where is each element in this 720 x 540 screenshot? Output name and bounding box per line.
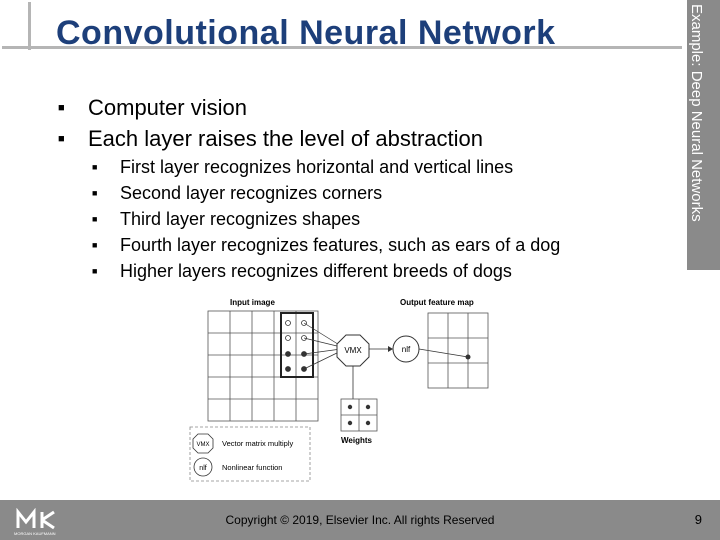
sub-bullet-item: Higher layers recognizes different breed… [92, 258, 678, 284]
bullet-marker-icon [58, 133, 88, 145]
bullet-marker-icon [92, 240, 120, 250]
decorative-horizontal-bar [2, 46, 682, 49]
legend-vmx-symbol [192, 433, 214, 454]
side-label: Example: Deep Neural Networks [688, 4, 705, 222]
sub-bullet-item: Third layer recognizes shapes [92, 206, 678, 232]
publisher-logo-icon: MORGAN KAUFMANN [14, 508, 56, 536]
bullet-list: Computer vision Each layer raises the le… [58, 92, 678, 284]
sub-bullet-item: First layer recognizes horizontal and ve… [92, 154, 678, 180]
decorative-vertical-bar [28, 2, 31, 50]
legend-vmx-text: Vector matrix multiply [222, 439, 294, 448]
input-image-grid [207, 310, 319, 422]
legend-box [189, 426, 311, 482]
input-image-label: Input image [230, 298, 275, 307]
weights-nodes [347, 404, 371, 426]
slide-title: Convolutional Neural Network [56, 14, 556, 52]
sub-bullet-text: Fourth layer recognizes features, such a… [120, 234, 561, 255]
footer-bar: MORGAN KAUFMANN Copyright © 2019, Elsevi… [0, 500, 720, 540]
bullet-item: Computer vision [58, 92, 678, 123]
arrow-head-icon [388, 346, 393, 352]
legend-nlf-symbol-label: nlf [199, 465, 206, 472]
legend-nlf-text: Nonlinear function [222, 463, 282, 472]
copyright-text: Copyright © 2019, Elsevier Inc. All righ… [225, 513, 495, 527]
sub-bullet-text: Second layer recognizes corners [120, 182, 383, 203]
nlf-to-output-line [418, 348, 469, 358]
sub-bullet-item: Fourth layer recognizes features, such a… [92, 232, 678, 258]
bullet-marker-icon [92, 214, 120, 224]
bullet-marker-icon [92, 266, 120, 276]
nlf-node-label: nlf [402, 345, 411, 354]
input-connections [303, 322, 342, 370]
sub-bullet-text: First layer recognizes horizontal and ve… [120, 156, 514, 177]
bullet-marker-icon [58, 102, 88, 114]
cnn-diagram: Input image Output feature map VMX nlf [189, 298, 489, 482]
weights-grid [340, 398, 378, 432]
vmx-node-label: VMX [344, 346, 362, 355]
output-feature-map-grid [427, 312, 489, 389]
sub-bullet-item: Second layer recognizes corners [92, 180, 678, 206]
logo-subtext: MORGAN KAUFMANN [14, 531, 56, 536]
output-feature-map-label: Output feature map [400, 298, 474, 307]
sub-bullet-text: Higher layers recognizes different breed… [120, 260, 512, 281]
receptive-field-highlight [280, 312, 314, 378]
bullet-item: Each layer raises the level of abstracti… [58, 123, 678, 154]
bullet-marker-icon [92, 188, 120, 198]
page-number: 9 [694, 512, 702, 527]
sub-bullet-text: Third layer recognizes shapes [120, 208, 361, 229]
bullet-text: Computer vision [88, 94, 247, 120]
bullet-marker-icon [92, 162, 120, 172]
output-node [465, 354, 471, 360]
bullet-text: Each layer raises the level of abstracti… [88, 125, 483, 151]
vmx-node [336, 334, 370, 367]
weights-label: Weights [341, 436, 373, 445]
legend-vmx-symbol-label: VMX [196, 442, 209, 448]
side-label-panel [687, 0, 720, 270]
legend-nlf-symbol [193, 457, 213, 477]
